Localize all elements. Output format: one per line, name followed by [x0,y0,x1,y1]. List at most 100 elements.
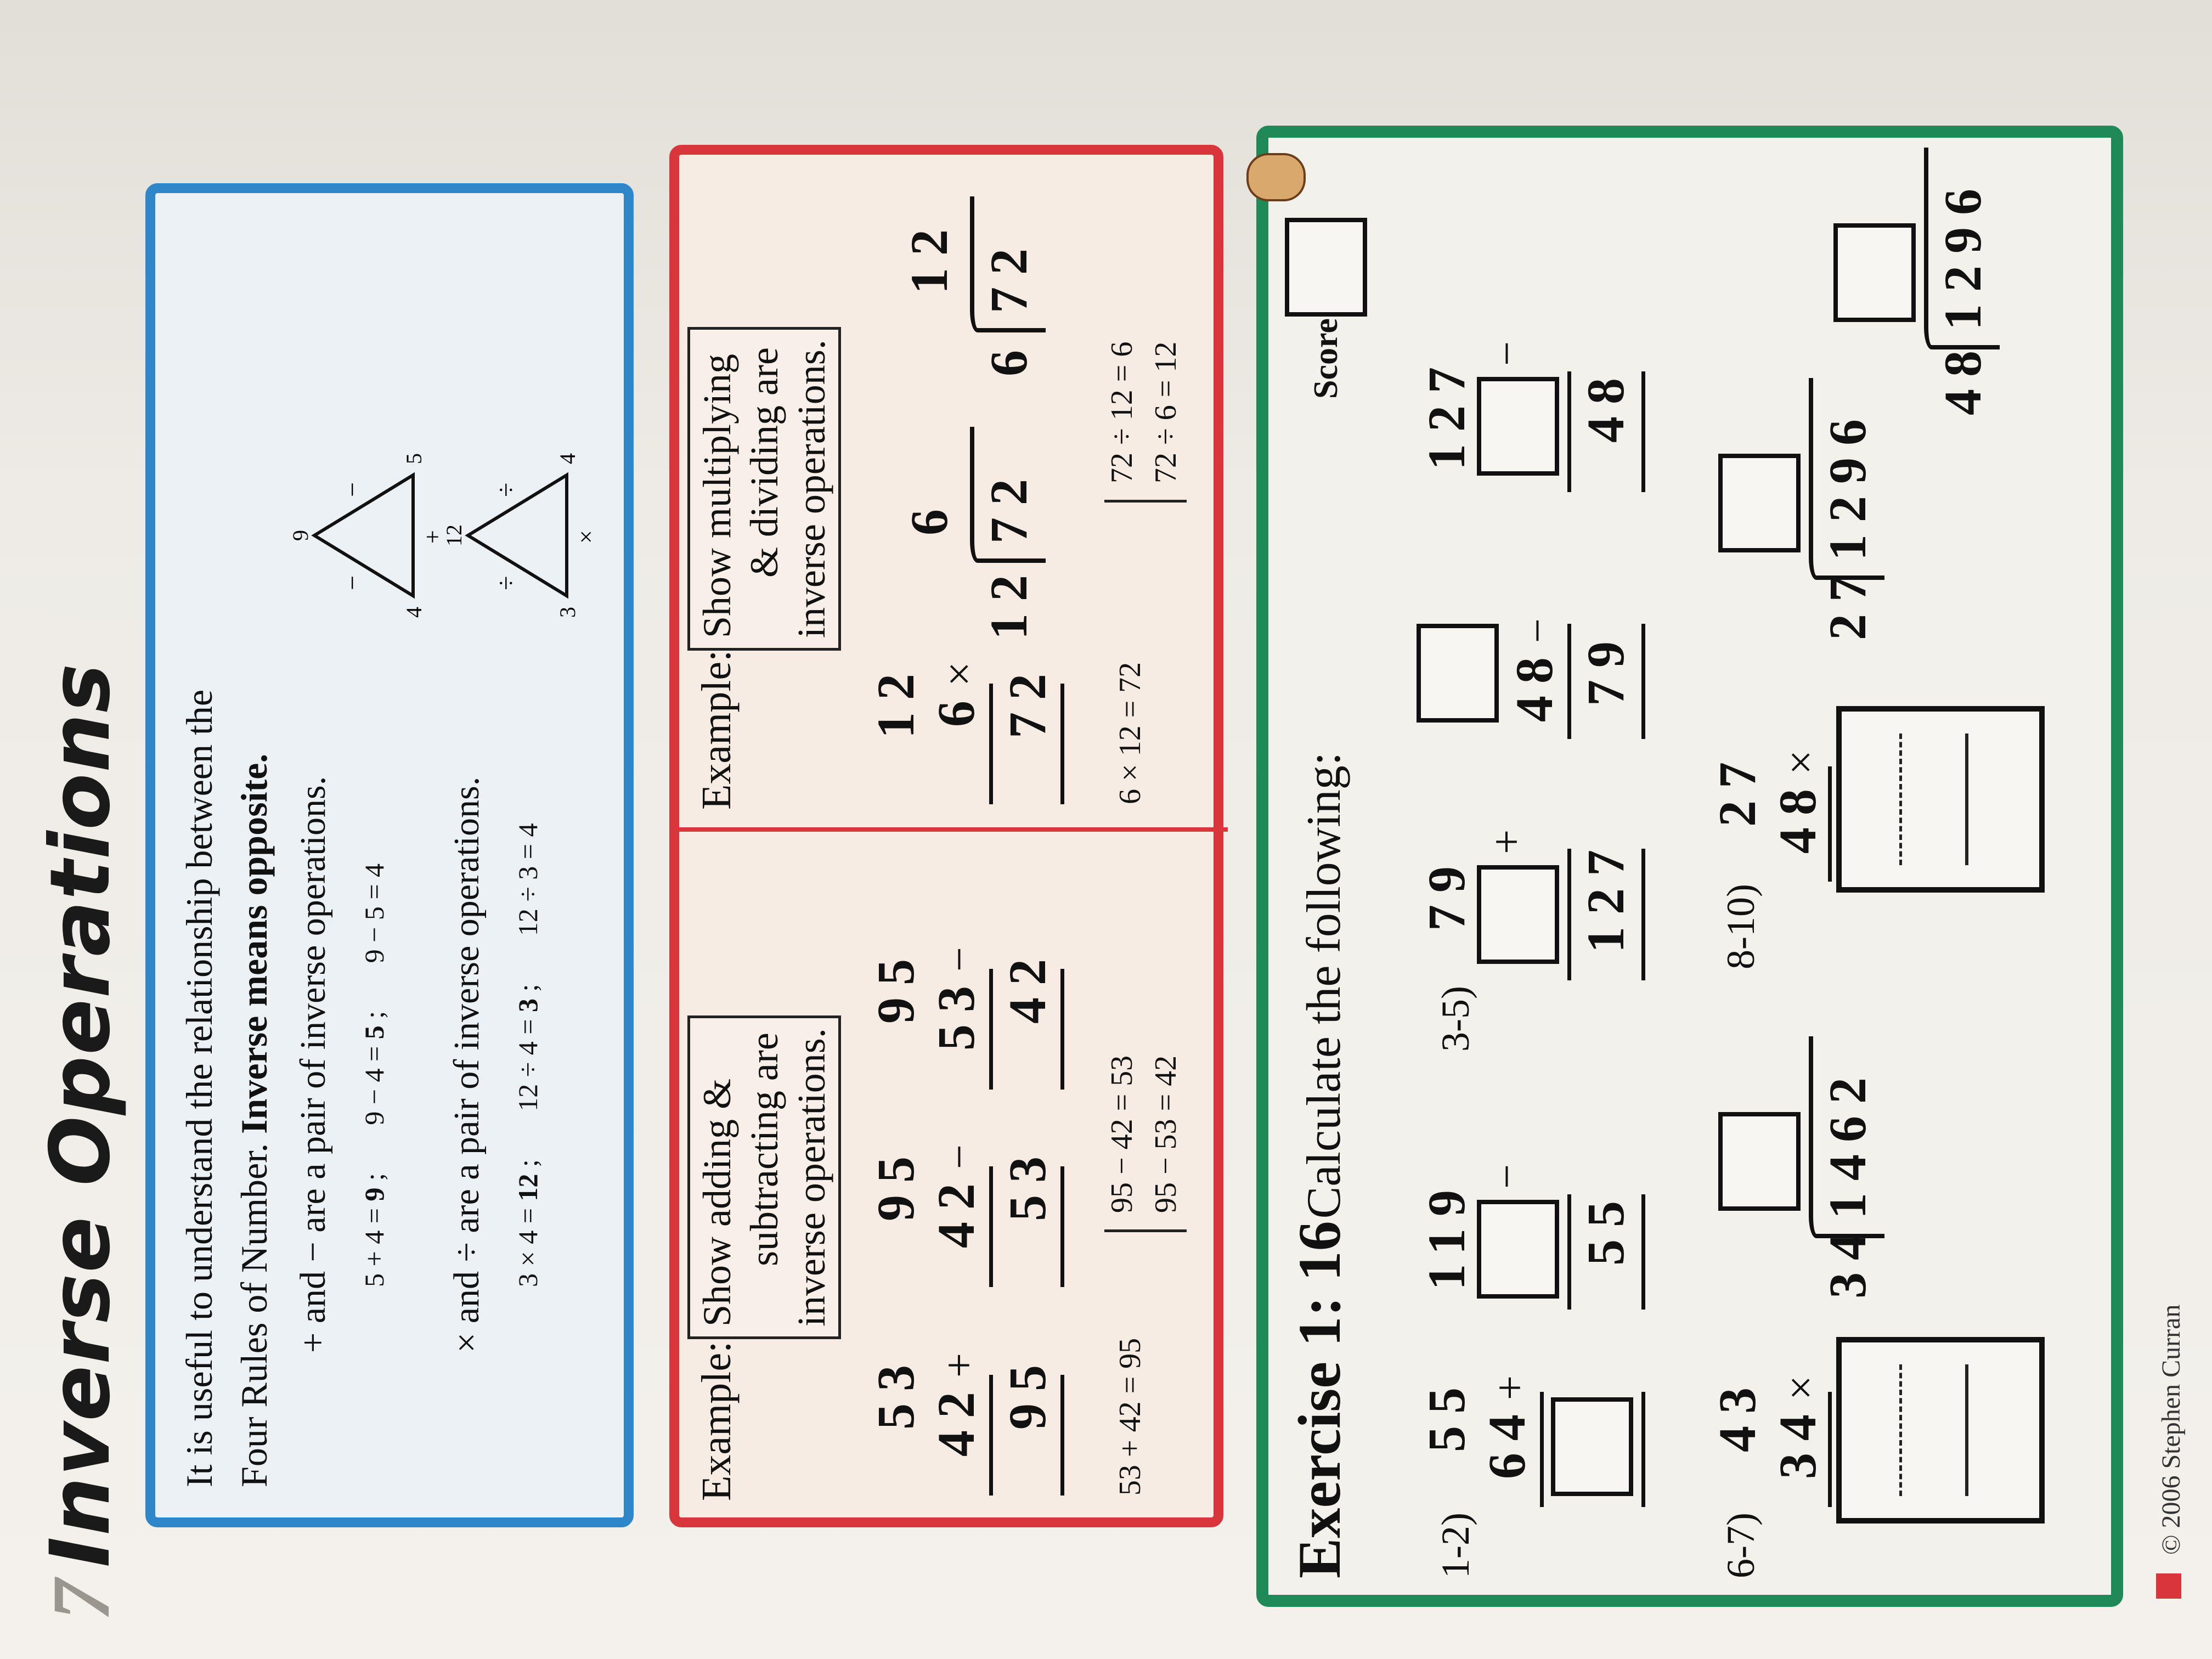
triangle-right-operator: − [338,482,367,497]
separator: ; [359,1011,390,1019]
multiplication-example: 12 6× 72 [866,662,1058,804]
triangle-left-number: 4 [402,607,426,618]
multiplicand: 43 [1708,1375,1767,1452]
triangle-shape [465,472,568,599]
examples-divider [679,827,1228,832]
times-sign: × [935,662,984,687]
answer-input-box[interactable] [1477,377,1559,476]
division-quotient: 6 [900,497,958,535]
triangle-left-operator: ÷ [492,576,521,590]
question-label: 1-2) [1434,1513,1477,1578]
question-2-result: 55 [1576,1189,1636,1310]
sub-eq2: 9 − 5 = 4 [359,863,390,963]
triangle-base-operator: × [573,530,600,544]
triangle-left-number: 3 [555,607,580,618]
working-answer-box[interactable] [1836,1337,2045,1523]
answer-input-box[interactable] [1833,223,1916,322]
sum-line [1567,624,1571,739]
total-line [1965,1364,1968,1496]
subtraction-example-2: 95 53− 42 [866,947,1058,1090]
triangle-left-operator: − [338,575,367,590]
minuend: 127 [1417,355,1476,470]
answer-input-box[interactable] [1477,865,1559,964]
minuend: 95 [866,1144,925,1221]
answer-input-box[interactable] [1718,454,1801,552]
exercise-instruction: Calculate the following: [1297,752,1351,1219]
sum-result: 95 [998,1353,1057,1430]
question-label: 3-5) [1434,986,1477,1052]
example-label: Example: [693,650,740,810]
sum-line [1641,371,1645,492]
check-equation: 95 − 53 = 42 [1149,1055,1183,1213]
question-5-subtraction: 127 [1417,355,1477,498]
minus-sign: − [1483,341,1531,366]
box-line: subtracting are [742,1032,786,1266]
chapter-number: 7 [36,1578,127,1621]
plus-sign: + [935,1353,984,1378]
exercise-header: Exercise 1: 16 Calculate the following: [1285,752,1355,1578]
plus-sign: + [1486,1375,1534,1401]
sum-line [1641,849,1645,980]
sum-line [1060,969,1064,1090]
sum-line [1828,1392,1832,1507]
subtrahend: 53 [927,974,985,1051]
add-sub-rule: + and − are a pair of inverse operations… [293,776,333,1353]
box-line: inverse operations. [789,340,833,638]
difference: 79 [1576,629,1635,706]
plus-sign: + [1483,829,1531,854]
publisher-logo-icon [2156,1573,2181,1599]
box-line: Show adding & [695,1078,739,1327]
times-sign: × [1777,1375,1825,1401]
question-label: 6-7) [1719,1513,1763,1578]
minus-sign: − [935,1144,984,1170]
difference: 48 [1576,366,1635,443]
addend-2: 42 [927,1380,985,1457]
separator: ; [512,984,543,992]
division-divisor: 6 [979,338,1038,376]
separator: ; [359,1173,390,1181]
subtrahend: 48 [1505,645,1564,723]
score-input-box[interactable] [1285,218,1367,317]
minus-sign: − [1483,1164,1531,1189]
triangle-base-operator: + [419,530,446,544]
example-label: Example: [693,1341,740,1501]
intro-line-2: Four Rules of Number. Inverse means oppo… [227,225,281,1487]
sub-eq1-result: 5 [359,1025,390,1040]
sum-line [1567,849,1571,980]
box-line: & dividing are [742,347,786,578]
product-result: 72 [998,662,1057,738]
division-divisor: 48 [1933,338,1992,415]
check-equation: 72 ÷ 12 = 6 [1105,341,1139,483]
times-sign: × [1777,750,1825,775]
mul-div-rule: × and ÷ are a pair of inverse operations… [447,776,487,1353]
sum-line [1540,1392,1544,1507]
answer-input-box[interactable] [1417,624,1499,723]
sum-line [1641,1392,1645,1507]
subtraction-example-1: 95 42− 53 [866,1144,1058,1287]
multiplier: 34 [1768,1402,1827,1480]
partial-product-line [1899,733,1902,865]
check-equation: 6 × 12 = 72 [1113,662,1147,804]
working-answer-box[interactable] [1836,706,2045,893]
sum-line [1060,1166,1064,1287]
sum-line [989,1375,993,1496]
minuend: 95 [866,947,925,1024]
mul-eq1-result: 12 [512,1173,543,1201]
page-title: 7Inverse Operations [33,663,128,1621]
triangle-right-number: 5 [402,453,426,464]
answer-input-box[interactable] [1551,1397,1633,1496]
check-separator [1104,1229,1187,1232]
intro-line-2-bold: Inverse means opposite. [233,753,275,1134]
sum-line [989,1166,993,1287]
example-add-box: Show adding & subtracting are inverse op… [687,1015,841,1339]
difference-result: 42 [998,947,1057,1024]
check-equation: 95 − 42 = 53 [1105,1055,1139,1213]
answer-input-box[interactable] [1718,1112,1801,1211]
sub-eq1: 9 − 4 = [359,1046,390,1125]
question-8-multiplication: 27 48× [1707,750,1828,882]
div-eq1-result: 3 [512,998,543,1013]
triangle-right-number: 4 [555,453,580,464]
intro-line-1: It is useful to understand the relations… [178,689,220,1487]
intro-line-2-plain: Four Rules of Number. [233,1143,275,1487]
answer-input-box[interactable] [1477,1200,1559,1299]
